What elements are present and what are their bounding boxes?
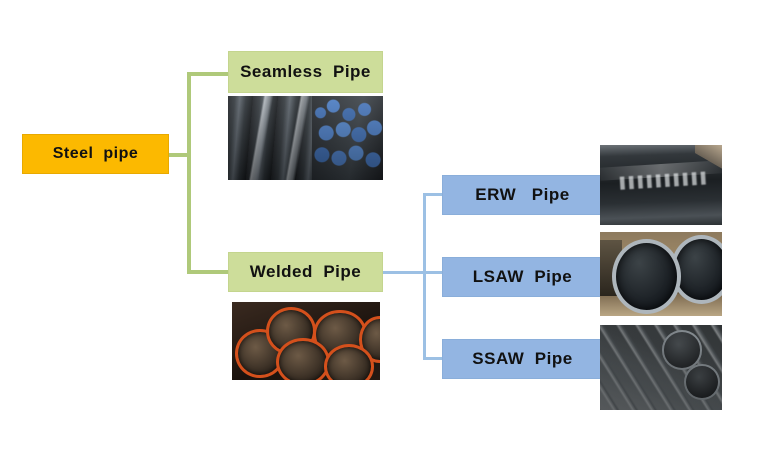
node-welded-pipe-label: Welded Pipe (249, 262, 362, 281)
node-steel-pipe-label: Steel pipe (52, 145, 139, 162)
node-seamless-pipe[interactable]: Seamless Pipe (228, 51, 383, 93)
welded-pipe-photo (232, 302, 380, 380)
erw-pipe-photo (600, 145, 722, 225)
node-welded-pipe[interactable]: Welded Pipe (228, 252, 383, 292)
connector-welded-stem (383, 271, 443, 274)
connector-blue-to-erw (423, 193, 445, 196)
node-ssaw-pipe-label: SSAW Pipe (472, 349, 573, 368)
ssaw-pipe-photo (600, 325, 722, 410)
connector-green-to-seamless (187, 72, 231, 76)
connector-root-stem (167, 153, 191, 157)
node-lsaw-pipe[interactable]: LSAW Pipe (442, 257, 603, 297)
lsaw-pipe-photo (600, 232, 722, 316)
node-steel-pipe[interactable]: Steel pipe (22, 134, 169, 174)
node-lsaw-pipe-label: LSAW Pipe (472, 267, 573, 286)
connector-blue-trunk (423, 193, 426, 360)
connector-green-to-welded (187, 270, 231, 274)
node-seamless-pipe-label: Seamless Pipe (240, 62, 371, 81)
node-erw-pipe-label: ERW Pipe (475, 185, 570, 204)
connector-green-trunk (187, 72, 191, 274)
node-erw-pipe[interactable]: ERW Pipe (442, 175, 603, 215)
connector-blue-to-ssaw (423, 357, 445, 360)
connector-blue-to-lsaw (423, 271, 445, 274)
node-ssaw-pipe[interactable]: SSAW Pipe (442, 339, 603, 379)
seamless-pipe-photo (228, 96, 383, 180)
